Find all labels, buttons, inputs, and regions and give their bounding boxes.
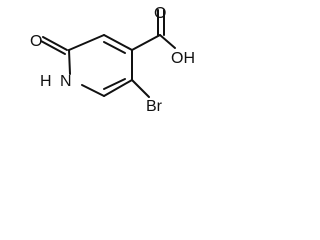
atom-labels: O H N OH O Br — [30, 5, 195, 115]
bond-c3-c4-inner — [103, 41, 126, 54]
atom-h-nh: H — [40, 73, 52, 90]
bond-c2-c3 — [68, 34, 105, 51]
bond-c2-o-b — [40, 40, 66, 55]
bond-c6-n1 — [81, 84, 105, 97]
atom-oh: OH — [171, 50, 195, 67]
ring-bonds — [68, 34, 133, 97]
bond-c2-o-a — [42, 36, 68, 51]
molecule-diagram: O H N OH O Br — [30, 5, 195, 115]
bond-c5-c6-inner — [103, 78, 126, 90]
atom-o-ketone: O — [30, 33, 42, 50]
bond-n1-c2 — [68, 49, 71, 75]
atom-br: Br — [146, 98, 163, 115]
atom-o-carbonyl: O — [154, 5, 166, 22]
bond-cooh-oh — [159, 34, 176, 49]
atom-n: N — [60, 73, 72, 90]
bond-c5-c6 — [103, 79, 133, 97]
bond-c5-br — [131, 79, 150, 98]
bond-c3-c4 — [103, 34, 133, 51]
bond-c4-ccooh — [131, 34, 161, 51]
substituent-bonds — [40, 9, 176, 98]
